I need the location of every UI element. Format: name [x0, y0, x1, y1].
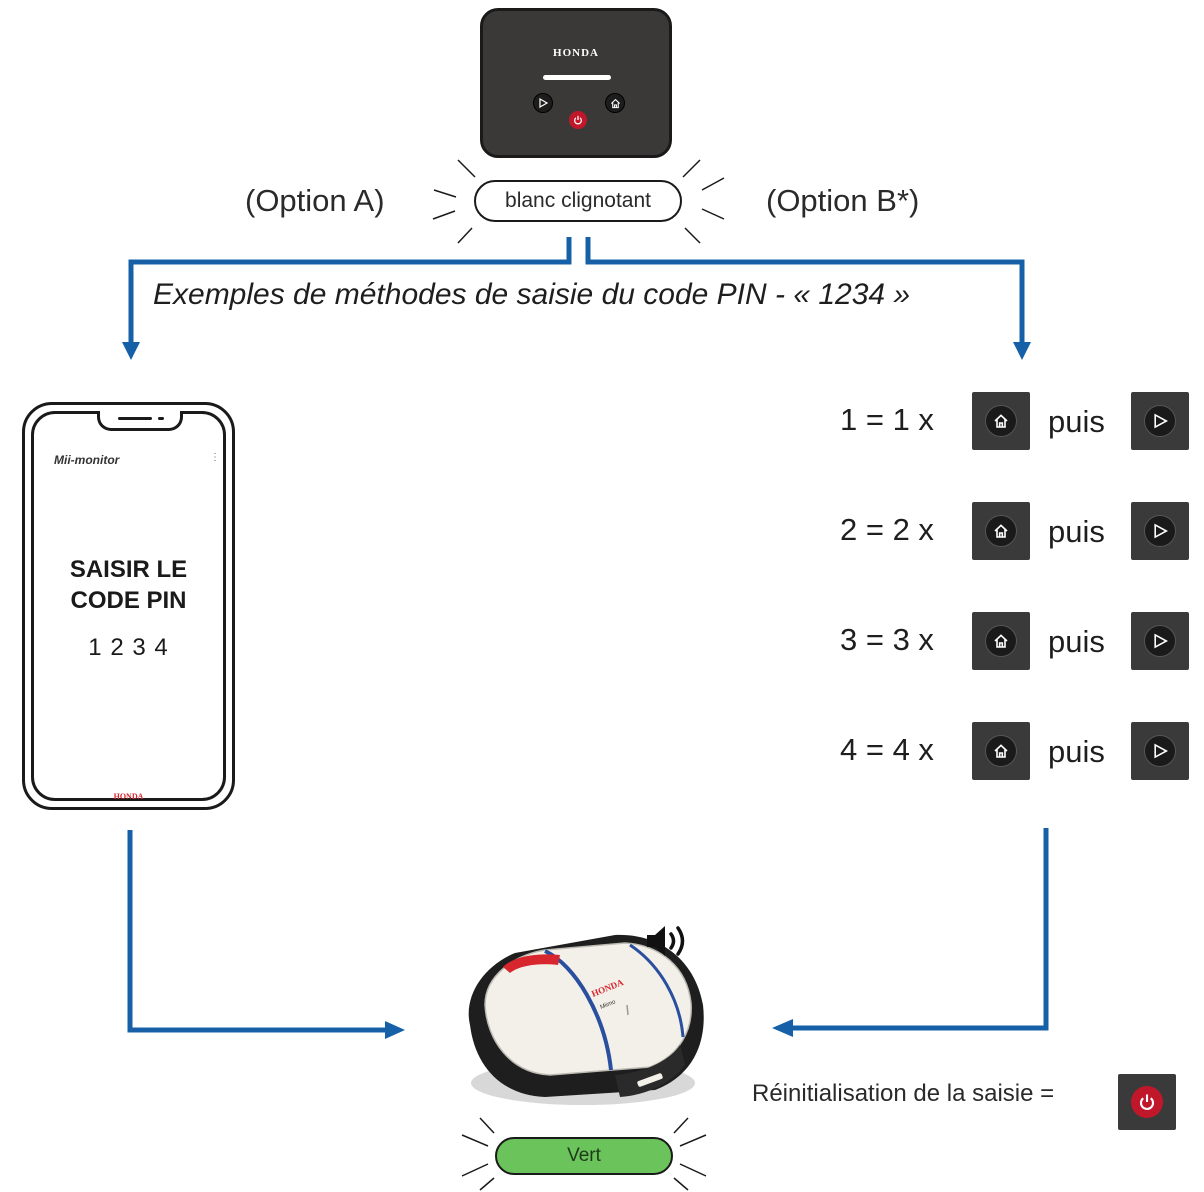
app-pin-title: SAISIR LE CODE PIN — [34, 554, 223, 616]
app-menu-icon[interactable]: ⋮ — [210, 452, 220, 463]
step-count-label: 4 = 4 x — [840, 732, 934, 767]
step-count-label: 2 = 2 x — [840, 512, 934, 547]
play-key[interactable] — [1131, 502, 1189, 560]
play-key[interactable] — [1131, 612, 1189, 670]
home-icon — [994, 414, 1008, 428]
mower-model: Miimo — [600, 999, 618, 1011]
panel-power-button[interactable] — [569, 111, 587, 129]
reset-power-key[interactable] — [1118, 1074, 1176, 1130]
play-key[interactable] — [1131, 722, 1189, 780]
option-b-label: (Option B*) — [766, 183, 920, 218]
home-icon — [994, 744, 1008, 758]
led-status-green: Vert — [495, 1137, 673, 1175]
option-a-label: (Option A) — [245, 183, 385, 218]
then-label: puis — [1048, 404, 1105, 439]
led-status-blinking-white: blanc clignotant — [474, 180, 682, 222]
mower-control-panel: HONDA — [480, 8, 672, 158]
play-icon — [1154, 633, 1168, 649]
smartphone: Mii-monitor ⋮ SAISIR LE CODE PIN 1 2 3 4… — [22, 402, 235, 810]
app-pin-title-line1: SAISIR LE — [69, 556, 188, 583]
play-icon — [1154, 413, 1168, 429]
home-key[interactable] — [972, 392, 1030, 450]
pin-entry-subtitle: Exemples de méthodes de saisie du code P… — [153, 278, 911, 311]
then-label: puis — [1048, 734, 1105, 769]
home-icon — [610, 98, 620, 108]
then-label: puis — [1048, 514, 1105, 549]
app-pin-title-line2: CODE PIN — [70, 587, 187, 614]
panel-play-button[interactable] — [533, 93, 553, 113]
panel-home-button[interactable] — [605, 93, 625, 113]
speaker-icon — [647, 926, 685, 956]
play-icon — [1154, 743, 1168, 759]
home-key[interactable] — [972, 502, 1030, 560]
play-icon — [1154, 523, 1168, 539]
then-label: puis — [1048, 624, 1105, 659]
robotic-mower-image: HONDA Miimo — [468, 934, 704, 1105]
home-icon — [994, 524, 1008, 538]
app-logo: Mii-monitor — [54, 453, 120, 467]
app-brand-logo: HONDA — [113, 792, 144, 801]
home-icon — [994, 634, 1008, 648]
phone-notch — [97, 411, 183, 431]
panel-brand-logo: HONDA — [553, 47, 599, 59]
panel-led-bar — [543, 75, 611, 80]
home-key[interactable] — [972, 612, 1030, 670]
step-count-label: 3 = 3 x — [840, 622, 934, 657]
step-count-label: 1 = 1 x — [840, 402, 934, 437]
home-key[interactable] — [972, 722, 1030, 780]
app-pin-value: 1 2 3 4 — [88, 634, 169, 661]
power-icon — [574, 115, 582, 125]
reset-entry-label: Réinitialisation de la saisie = — [752, 1080, 1055, 1107]
play-icon — [539, 98, 548, 108]
power-icon — [1139, 1094, 1155, 1110]
phone-screen: Mii-monitor ⋮ SAISIR LE CODE PIN 1 2 3 4… — [31, 411, 226, 801]
play-key[interactable] — [1131, 392, 1189, 450]
